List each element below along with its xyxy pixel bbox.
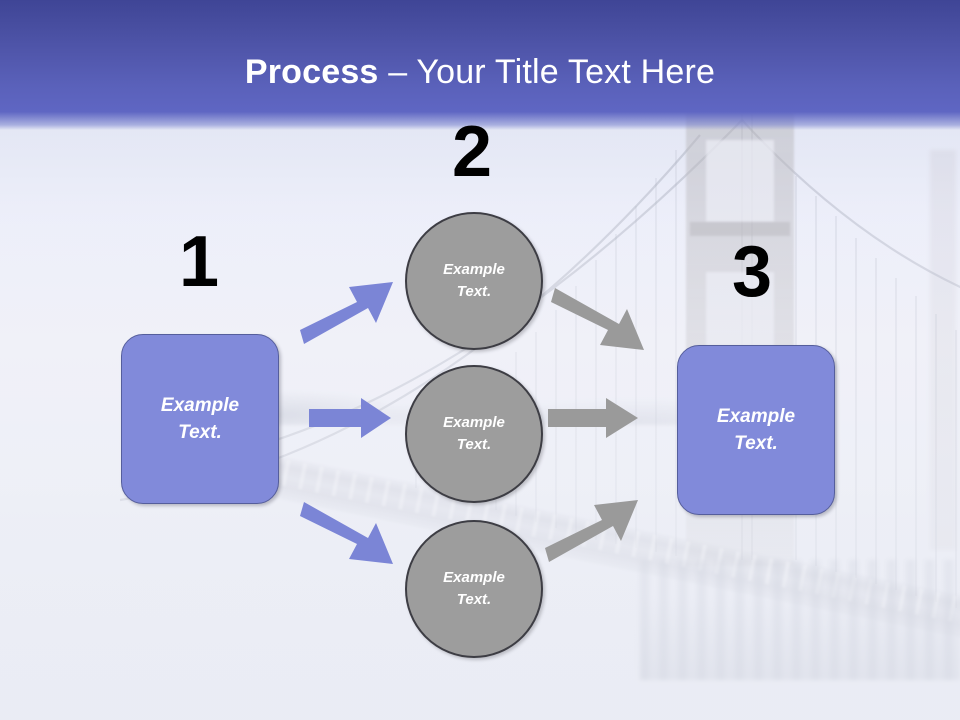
page-title-rest: – Your Title Text Here [378,53,716,91]
arrow-blue-right[interactable] [309,398,391,438]
arrow-down-right-icon [300,502,393,564]
arrow-right-icon [548,398,638,438]
arrow-blue-down-right[interactable] [300,502,396,564]
step-number-2: 2 [451,112,493,192]
process-box-1[interactable]: Example Text. [121,334,279,504]
process-circle-3-label: Example Text. [443,569,505,608]
process-box-3-label: Example Text. [716,406,796,454]
process-circle-2[interactable]: Example Text. [405,365,543,503]
page-title: Process – Your Title Text Here [0,52,960,92]
process-box-3[interactable]: Example Text. [677,345,835,515]
process-circle-1-label: Example Text. [443,261,505,300]
header-band [0,0,960,130]
process-circle-1[interactable]: Example Text. [405,212,543,350]
process-circle-2-label: Example Text. [443,414,505,453]
arrow-up-right-icon [545,500,638,562]
arrow-up-right-icon [300,282,393,344]
process-box-1-label: Example Text. [160,395,240,443]
arrow-down-right-icon [551,288,644,350]
arrow-gray-down-right[interactable] [551,288,647,350]
step-number-3: 3 [731,232,773,312]
arrow-gray-up-right[interactable] [545,500,641,562]
page-title-bold: Process [244,53,379,91]
process-circle-3[interactable]: Example Text. [405,520,543,658]
step-number-1: 1 [178,222,220,302]
arrow-right-icon [309,398,391,438]
arrow-blue-up-right[interactable] [300,282,396,344]
arrow-gray-right[interactable] [548,398,638,438]
